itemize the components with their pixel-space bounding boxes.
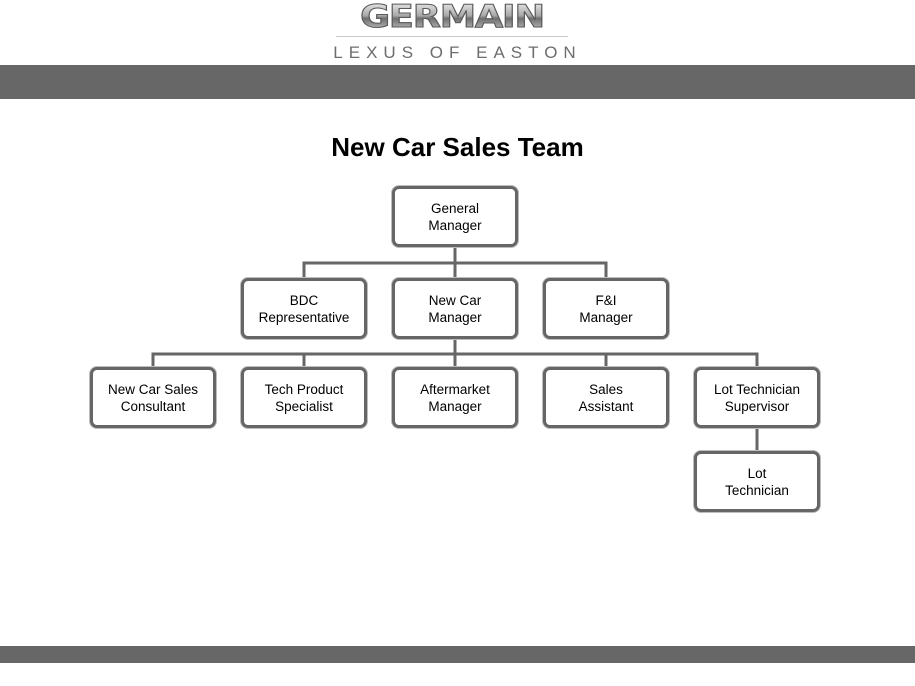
dealer-logo: GERMAIN LEXUS OF EASTON [0,0,915,64]
chart-title: New Car Sales Team [331,132,584,162]
logo-wordmark: GERMAIN [306,1,599,33]
logo-divider [336,36,568,37]
footer-band [0,646,915,663]
logo-subtitle: LEXUS OF EASTON [333,43,582,62]
header-band [0,65,915,99]
